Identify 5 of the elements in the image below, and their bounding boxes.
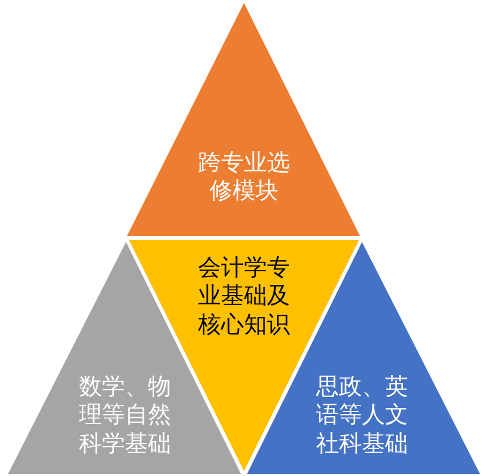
triangle-label: 数学、物理等自然科学基础 xyxy=(78,372,172,458)
triangle-label: 思政、英语等人文社科基础 xyxy=(315,372,409,458)
triangle xyxy=(127,3,360,236)
triangle-label: 跨专业选修模块 xyxy=(197,148,291,206)
triangle-label: 会计学专业基础及核心知识 xyxy=(197,254,291,339)
